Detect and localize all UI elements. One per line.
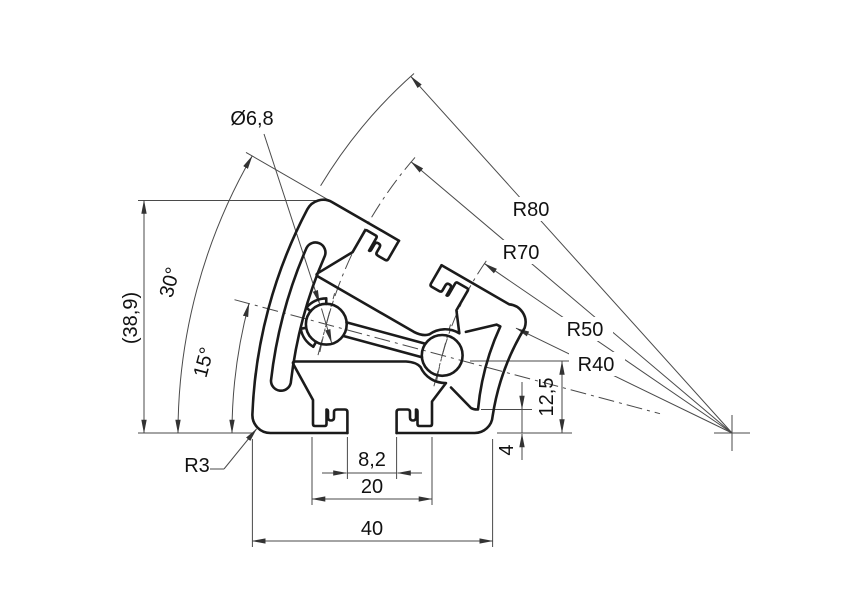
dim-label-r40: R40	[578, 354, 615, 376]
bottom-slot-cavity	[291, 360, 448, 435]
r50-leader	[483, 263, 733, 434]
dim-label-diameter: Ø6,8	[230, 108, 273, 130]
dim-label-r70: R70	[503, 242, 540, 264]
r50-label-bg	[559, 317, 613, 341]
r70-leader	[410, 161, 733, 434]
linear-dimensions	[141, 199, 572, 547]
dim-label-30deg: 30°	[156, 265, 185, 300]
top-slot-cavity	[314, 212, 486, 354]
diameter-leader	[263, 133, 320, 305]
width-20-extensions	[311, 437, 433, 505]
inner-corner-pocket	[449, 323, 502, 411]
dim-label-20: 20	[361, 476, 383, 498]
outer-wall-channel	[269, 241, 327, 392]
bisector-web	[341, 321, 427, 359]
radius-leaders	[410, 75, 733, 434]
angle-30-arc	[175, 155, 253, 434]
dimension-labels: Ø6,8 R80 R70 R50 R40 R3 30° 15° (38,9) 1…	[120, 108, 614, 540]
dim-label-125: 12,5	[536, 378, 558, 417]
slot-82-extensions	[346, 437, 398, 479]
outer-contour-left	[251, 198, 401, 435]
r3-leader	[223, 428, 257, 470]
r70-lower-claw	[299, 326, 318, 349]
dim-label-r80: R80	[513, 199, 550, 221]
dim-label-82: 8,2	[358, 449, 386, 471]
dim-label-r50: R50	[567, 319, 604, 341]
top-face-extension	[245, 151, 333, 203]
dim-label-40: 40	[361, 518, 383, 540]
profile-outline	[251, 198, 527, 435]
outer-contour-right	[395, 264, 527, 435]
r70-label-bg	[495, 240, 549, 264]
r80-label-bg	[505, 197, 559, 221]
dim-label-15deg: 15°	[190, 345, 219, 380]
outer-arc-extension	[320, 73, 415, 187]
dim-label-r3: R3	[184, 455, 210, 477]
screw-channel-r50	[420, 333, 464, 378]
dim-label-height: (38,9)	[120, 292, 142, 344]
r80-leader	[410, 75, 733, 434]
angle-15-arc	[229, 302, 250, 434]
dim-label-4: 4	[496, 444, 518, 455]
width-40-extensions	[251, 439, 494, 547]
r40-leader	[515, 327, 733, 434]
construction-lines	[138, 73, 750, 451]
r40-label-bg	[569, 352, 625, 376]
r50-center-arc	[436, 260, 487, 381]
diameter-leader-exit	[321, 308, 332, 344]
